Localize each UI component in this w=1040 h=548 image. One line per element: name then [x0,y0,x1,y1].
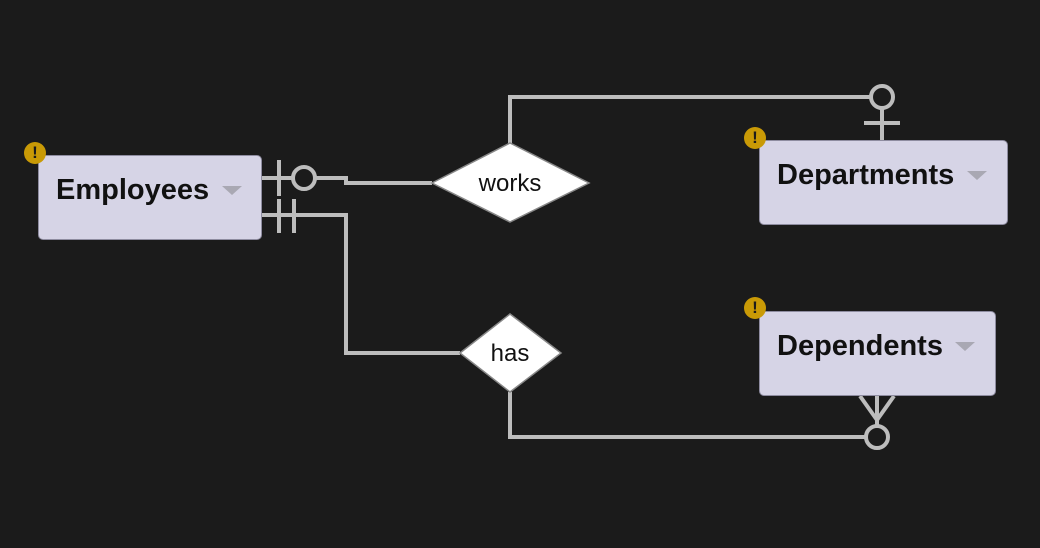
entity-departments-label: Departments [777,159,955,191]
relationship-has[interactable]: has [458,313,563,393]
connector-works-departments[interactable] [508,95,884,143]
entity-dependents[interactable]: Dependents [759,311,996,396]
entity-departments[interactable]: Departments [759,140,1008,225]
cardinality-zero-or-one-employees [277,160,317,196]
entity-employees[interactable]: Employees [38,155,262,240]
relationship-works[interactable]: works [430,142,591,223]
relationship-works-label: works [478,170,542,197]
warning-icon[interactable]: ! [744,297,766,319]
relationship-has-label: has [491,340,530,367]
entity-employees-label: Employees [56,174,210,206]
warning-icon[interactable]: ! [24,142,46,164]
cardinality-zero-or-one-departments [864,84,900,125]
entity-dependents-label: Dependents [777,330,943,362]
cardinality-exactly-one-employees [277,199,296,233]
connector-employees-works[interactable] [262,176,432,185]
caret-down-icon[interactable] [967,171,987,180]
warning-icon[interactable]: ! [744,127,766,149]
connector-employees-has[interactable] [262,213,460,355]
caret-down-icon[interactable] [955,342,975,351]
cardinality-zero-or-many-dependents [858,394,896,450]
caret-down-icon[interactable] [222,186,242,195]
connector-has-dependents[interactable] [508,392,879,439]
